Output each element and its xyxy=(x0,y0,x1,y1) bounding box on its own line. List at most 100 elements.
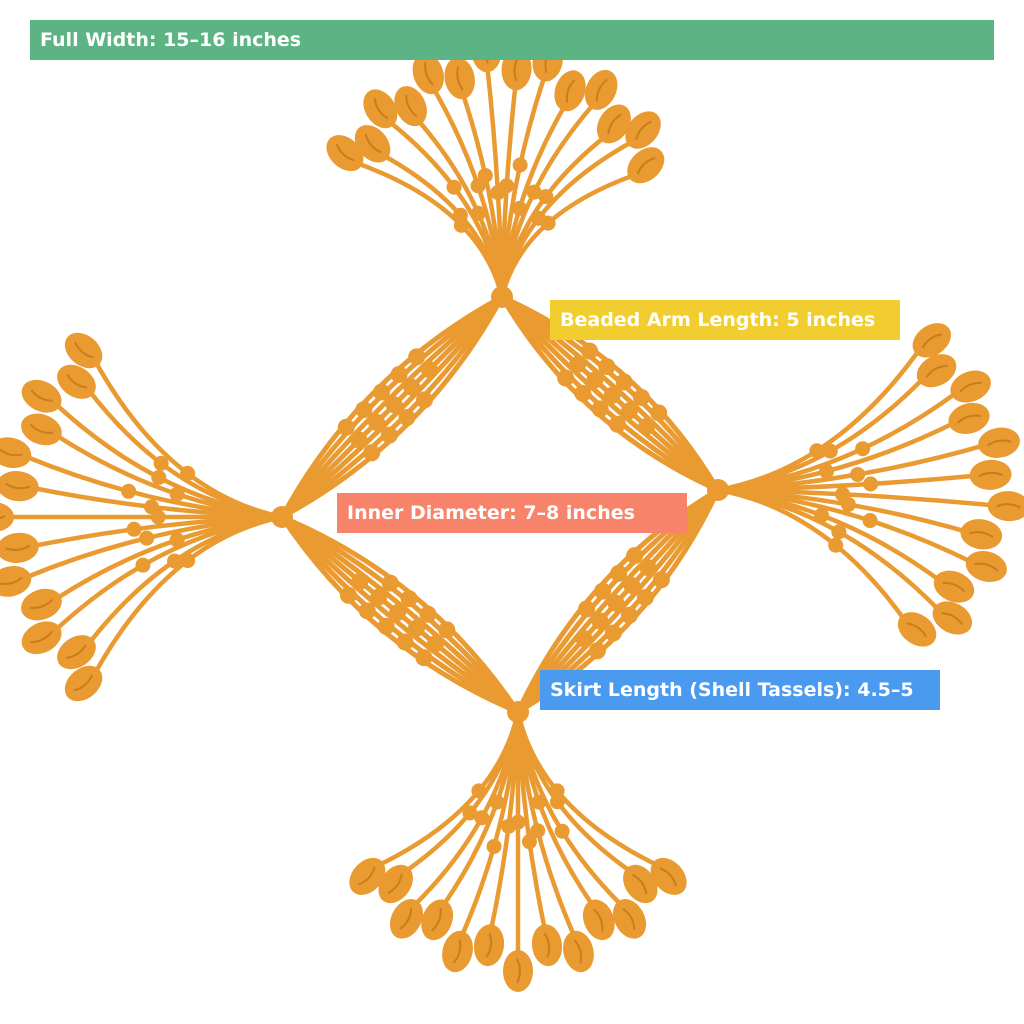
ring-bead xyxy=(351,572,369,590)
tassel-cluster-bottom xyxy=(349,701,687,992)
cowrie-shell xyxy=(0,502,14,532)
ring-bead xyxy=(591,612,609,630)
ring-bead xyxy=(415,649,433,667)
cowrie-shell xyxy=(584,69,618,110)
tassel-bead xyxy=(512,157,528,173)
ring-bead xyxy=(358,602,376,620)
ring-bead xyxy=(389,604,407,622)
ring-bead xyxy=(370,588,388,606)
ring-bead xyxy=(390,365,408,383)
ring-bead xyxy=(652,571,670,589)
ring-bead xyxy=(377,617,395,635)
cowrie-shell xyxy=(554,70,586,112)
tassel-bead xyxy=(153,455,169,471)
tassel-bead xyxy=(850,466,866,482)
cowrie-shell xyxy=(650,857,687,895)
tassel-bead xyxy=(540,215,556,231)
ring-bead xyxy=(594,582,612,600)
cowrie-shell xyxy=(0,471,39,502)
ring-bead xyxy=(574,384,592,402)
tassel-clusters xyxy=(0,30,1024,992)
tassel-bead xyxy=(151,469,167,485)
ring-bead xyxy=(608,415,626,433)
ring-bead xyxy=(569,356,587,374)
ring-bead xyxy=(420,361,438,379)
ring-bead xyxy=(603,386,621,404)
ring-bead xyxy=(416,391,434,409)
cowrie-shell xyxy=(64,332,103,369)
skirt-length-label: Skirt Length (Shell Tassels): 4.5–5 xyxy=(540,670,940,710)
ring-bead xyxy=(381,574,399,592)
cowrie-shell xyxy=(563,930,594,973)
tassel-bead xyxy=(822,443,838,459)
ring-bead xyxy=(398,409,416,427)
tassel-bead xyxy=(471,783,487,799)
ring-bead xyxy=(363,444,381,462)
ring-bead xyxy=(615,373,633,391)
ring-bead xyxy=(408,348,426,366)
cowrie-shell xyxy=(0,437,32,469)
tassel-bead xyxy=(462,805,478,821)
tassel-bead xyxy=(855,441,871,457)
cowrie-shell xyxy=(969,459,1012,490)
tassel-strand xyxy=(52,431,285,520)
cowrie-shell xyxy=(897,612,937,647)
ring-bead xyxy=(385,396,403,414)
tassel-bead xyxy=(180,465,196,481)
ring-bead xyxy=(337,418,355,436)
ring-bead xyxy=(623,576,641,594)
ring-bead xyxy=(368,413,386,431)
cowrie-shell xyxy=(912,323,952,358)
tassel-bead xyxy=(135,557,151,573)
cowrie-shell xyxy=(21,621,62,655)
ring-bead xyxy=(591,400,609,418)
cowrie-shell xyxy=(623,864,658,904)
cowrie-shell xyxy=(326,135,364,172)
ring-bead xyxy=(419,605,437,623)
cowrie-shell xyxy=(21,379,62,413)
ring-bead xyxy=(620,606,638,624)
cowrie-shell xyxy=(378,864,413,904)
cowrie-shell xyxy=(612,899,647,939)
ring-bead xyxy=(575,630,593,648)
ring-bead xyxy=(355,401,373,419)
ring-bead xyxy=(408,619,426,637)
cowrie-shell xyxy=(21,413,62,446)
ring-bead xyxy=(632,388,650,406)
ring-bead xyxy=(380,426,398,444)
cowrie-shell xyxy=(21,588,62,621)
cowrie-shell xyxy=(0,532,39,563)
tassel-bead xyxy=(819,463,835,479)
beaded-ring xyxy=(279,294,721,715)
tassel-bead xyxy=(499,178,515,194)
cowrie-shell xyxy=(389,899,424,939)
ring-bead xyxy=(400,590,418,608)
tassel-cluster-right xyxy=(707,323,1024,647)
tassel-bead xyxy=(862,513,878,529)
tassel-bead xyxy=(169,532,185,548)
ring-bead xyxy=(339,586,357,604)
ring-bead xyxy=(588,642,606,660)
ring-bead xyxy=(650,404,668,422)
cowrie-shell xyxy=(531,924,563,967)
tassel-bead xyxy=(139,530,155,546)
cowrie-shell xyxy=(625,111,661,149)
cowrie-shell xyxy=(948,402,990,434)
cowrie-shell xyxy=(444,57,475,100)
cowrie-shell xyxy=(349,857,386,895)
cowrie-shell xyxy=(987,491,1024,522)
cowrie-shell xyxy=(950,370,991,403)
tassel-strand xyxy=(374,709,521,869)
cowrie-shell xyxy=(965,550,1007,583)
cowrie-shell xyxy=(57,364,96,399)
cowrie-shell xyxy=(394,86,427,127)
tassel-bead xyxy=(470,205,486,221)
inner-diameter-label: Inner Diameter: 7–8 inches xyxy=(337,493,687,533)
ring-bead xyxy=(620,402,638,420)
tassel-bead xyxy=(554,823,570,839)
cowrie-shell xyxy=(960,519,1003,550)
tassel-strand xyxy=(92,357,285,520)
tassel-bead xyxy=(486,838,502,854)
tassel-bead xyxy=(840,496,856,512)
